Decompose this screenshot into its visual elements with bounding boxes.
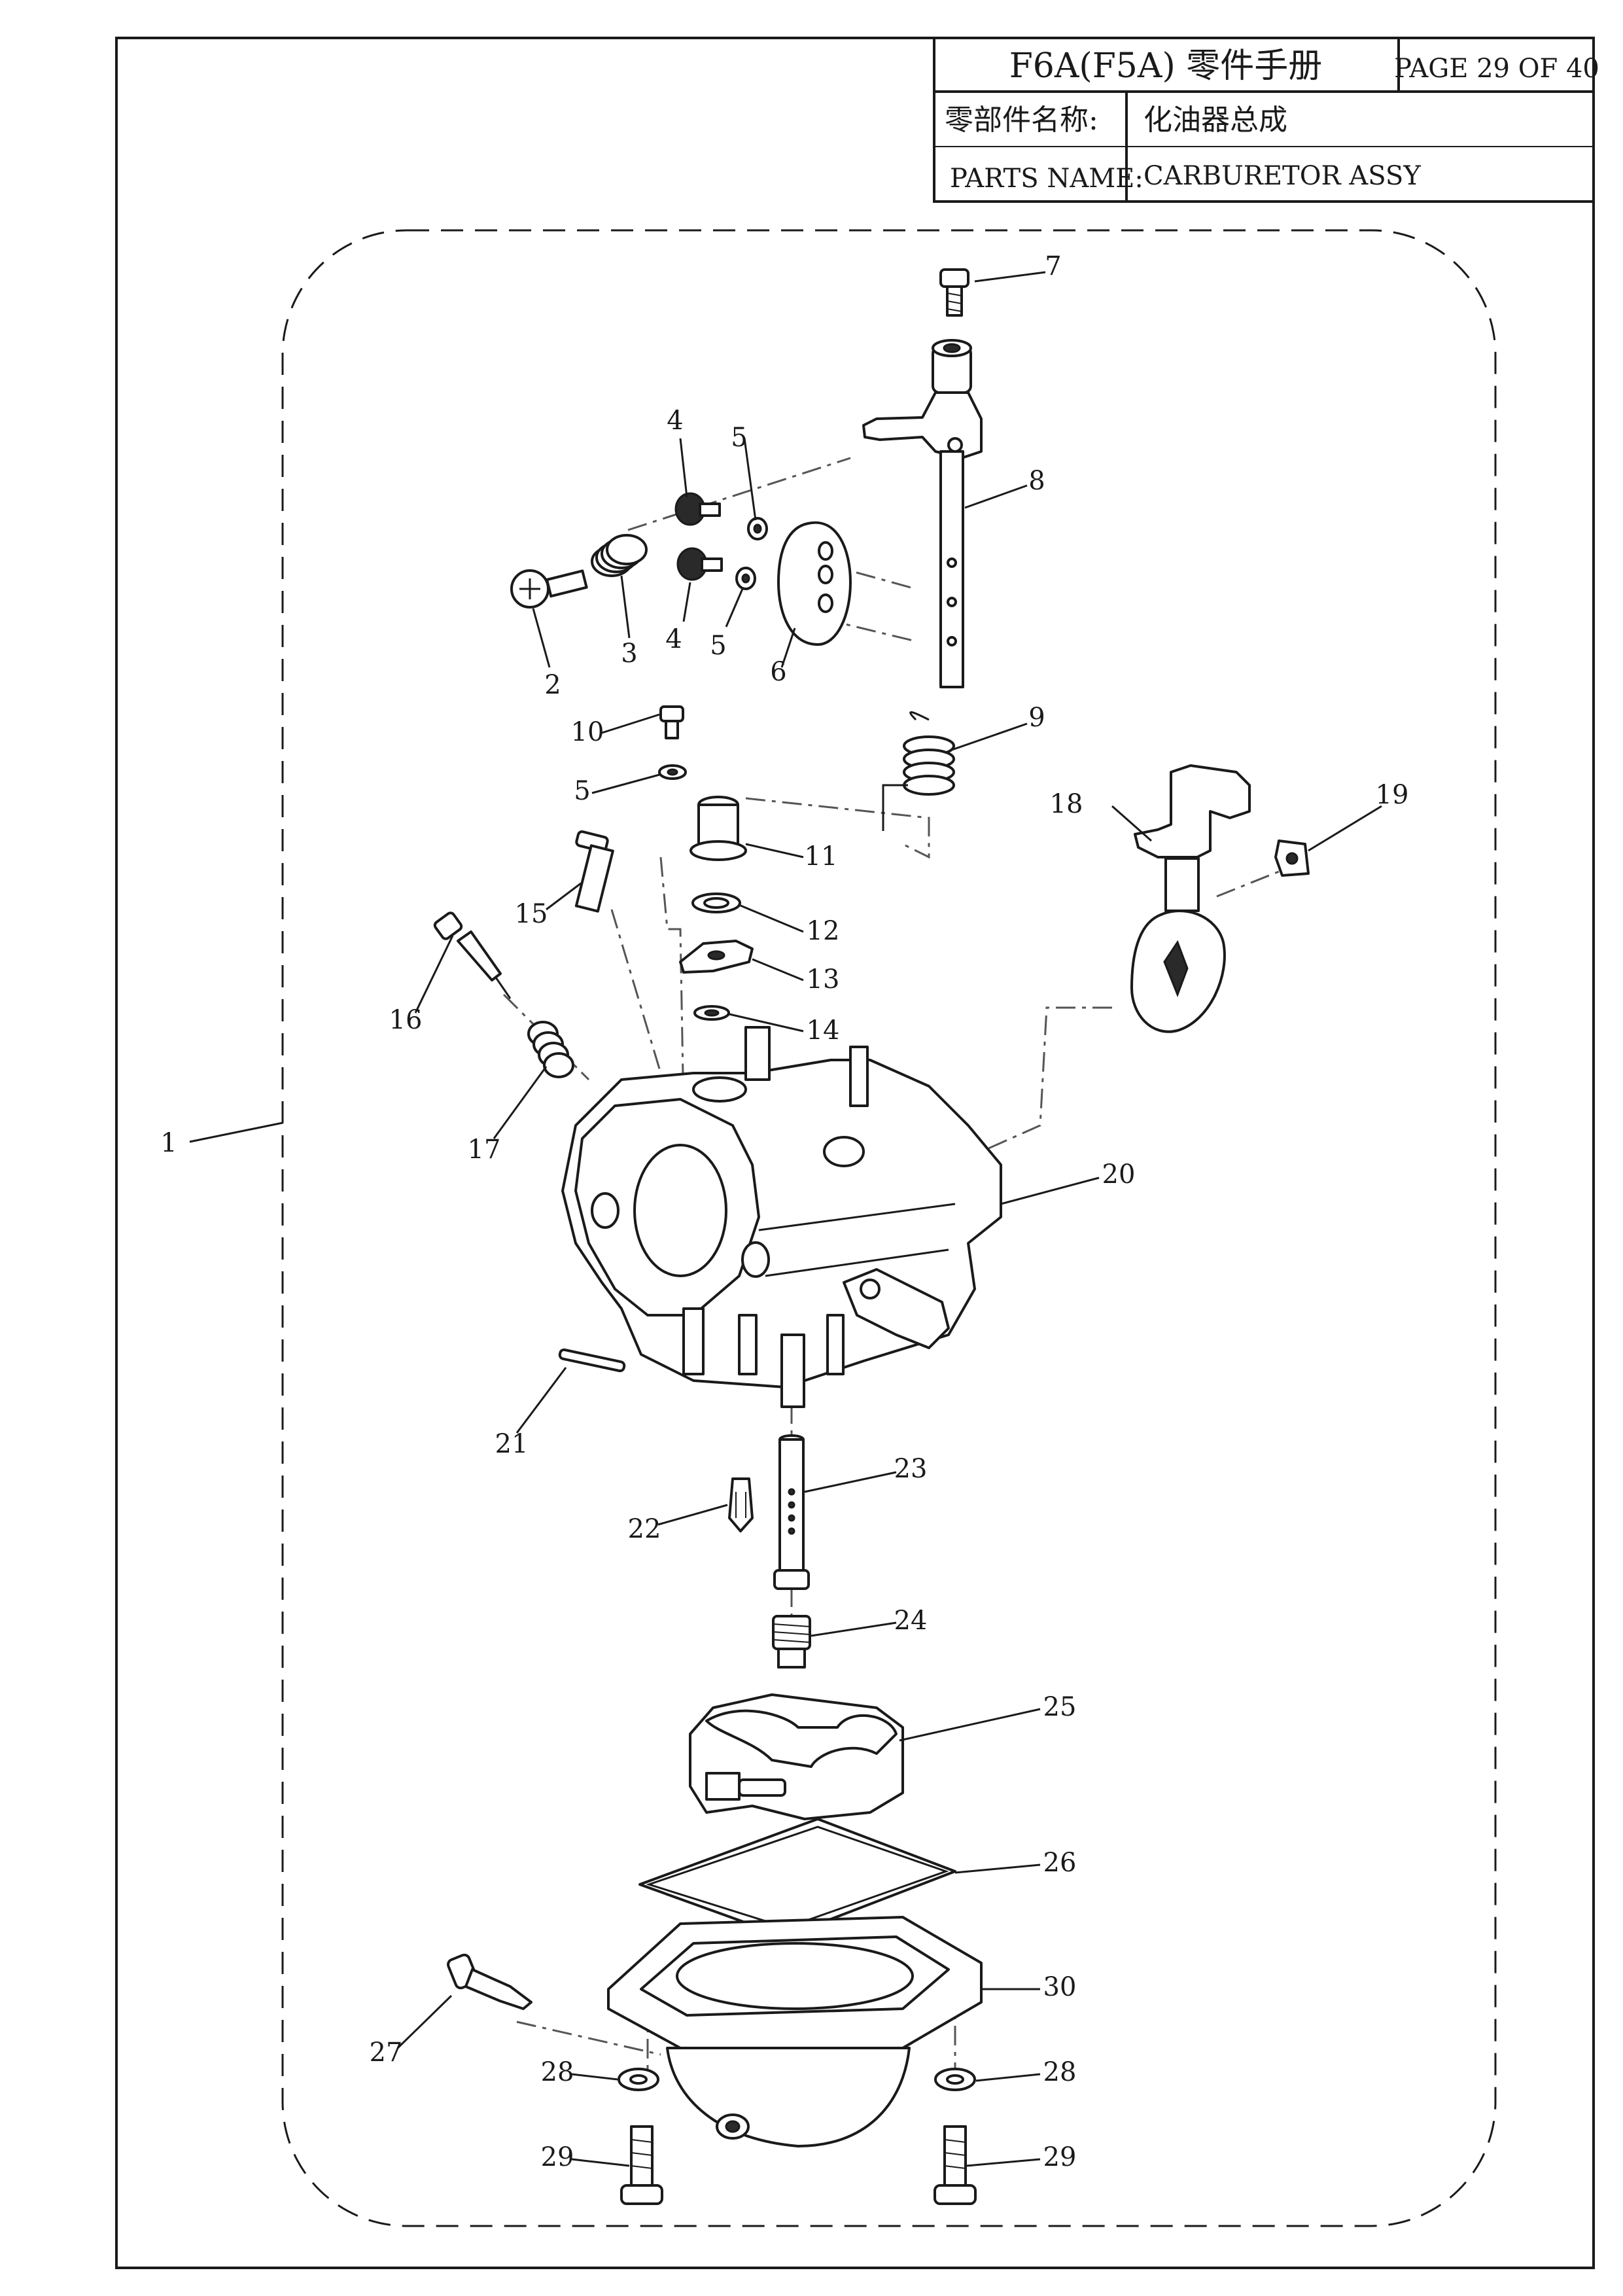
callout-5-middle: 5 xyxy=(574,776,590,806)
parts-name-label-en: PARTS NAME: xyxy=(950,164,1143,194)
callout-28-left: 28 xyxy=(541,2057,574,2087)
callout-labels: 1 2 3 4 4 5 5 5 6 7 8 9 10 11 12 13 14 1… xyxy=(160,251,1408,2172)
callout-24: 24 xyxy=(894,1606,928,1636)
part-24-main-jet xyxy=(772,1615,811,1669)
part-11-bushing xyxy=(689,796,747,861)
callout-19: 19 xyxy=(1376,780,1409,810)
callout-18: 18 xyxy=(1050,789,1083,819)
part-10-screw xyxy=(659,705,684,739)
part-23-main-nozzle xyxy=(773,1434,810,1590)
callout-2: 2 xyxy=(544,670,561,700)
callout-25: 25 xyxy=(1043,1692,1077,1722)
callout-5-lower: 5 xyxy=(710,631,726,661)
part-21-float-pin xyxy=(558,1348,626,1373)
part-27-drain-screw xyxy=(447,1953,532,2010)
part-8-choke-shaft xyxy=(862,339,983,688)
callout-27: 27 xyxy=(370,2038,403,2068)
part-5-washer-upper xyxy=(747,517,768,540)
parts-name-value-en: CARBURETOR ASSY xyxy=(1143,161,1421,191)
page-number: PAGE 29 OF 40 xyxy=(1394,54,1599,84)
callout-29-right: 29 xyxy=(1043,2142,1077,2172)
callout-16: 16 xyxy=(389,1005,423,1035)
part-9-return-spring xyxy=(882,711,955,831)
callout-12: 12 xyxy=(807,916,840,946)
callout-23: 23 xyxy=(894,1454,928,1484)
callout-7: 7 xyxy=(1045,251,1061,281)
part-4-screw-lower xyxy=(676,547,723,581)
part-20-carburetor-body xyxy=(561,1026,1002,1408)
callout-15: 15 xyxy=(515,899,548,929)
callout-13: 13 xyxy=(807,964,840,995)
part-5-washer-lower xyxy=(735,567,756,590)
part-12-washer xyxy=(691,892,741,913)
parts-name-label-cn: 零部件名称: xyxy=(945,103,1098,137)
part-4-screw-upper xyxy=(674,492,721,526)
callout-4-upper: 4 xyxy=(667,406,683,436)
part-28-washer-left xyxy=(618,2068,659,2091)
part-29-screw-right xyxy=(934,2125,977,2205)
callout-14: 14 xyxy=(807,1016,840,1046)
callout-11: 11 xyxy=(805,841,838,872)
part-30-float-bowl xyxy=(607,1916,983,2147)
callout-4-lower: 4 xyxy=(665,624,682,654)
part-25-float xyxy=(689,1693,904,1820)
part-17-spring xyxy=(527,1021,574,1078)
callout-21: 21 xyxy=(495,1429,529,1459)
part-14-e-clip xyxy=(693,1005,730,1021)
part-3-spring xyxy=(591,534,648,577)
part-26-gasket xyxy=(638,1818,956,1938)
part-2-screw xyxy=(510,569,588,609)
part-22-needle-valve xyxy=(728,1477,754,1532)
callout-6: 6 xyxy=(770,657,786,687)
callout-22: 22 xyxy=(628,1514,661,1544)
part-16-idle-screw xyxy=(433,911,512,999)
callout-1: 1 xyxy=(160,1128,177,1158)
callout-5-upper: 5 xyxy=(731,423,747,453)
callout-17: 17 xyxy=(468,1135,501,1165)
part-5-washer-middle xyxy=(658,764,687,780)
callout-29-left: 29 xyxy=(541,2142,574,2172)
callout-8: 8 xyxy=(1028,466,1045,496)
parts-name-value-cn: 化油器总成 xyxy=(1143,103,1287,137)
callout-26: 26 xyxy=(1043,1848,1077,1878)
part-13-stop-plate xyxy=(679,940,754,974)
page-border xyxy=(115,37,1595,2269)
callout-9: 9 xyxy=(1028,703,1045,733)
callout-10: 10 xyxy=(571,717,604,747)
leader-lines xyxy=(189,271,1382,2167)
callout-28-right: 28 xyxy=(1043,2057,1077,2087)
part-19-cap xyxy=(1274,839,1310,877)
part-7-screw xyxy=(939,268,969,317)
callout-20: 20 xyxy=(1102,1159,1136,1190)
part-18-throttle-lever xyxy=(1130,764,1251,1033)
callout-30: 30 xyxy=(1043,1972,1077,2002)
part-29-screw-left xyxy=(620,2125,663,2205)
assembly-boundary xyxy=(281,229,1497,2227)
part-6-choke-plate xyxy=(777,521,852,646)
title-block: F6A(F5A) 零件手册 PAGE 29 OF 40 零部件名称: 化油器总成… xyxy=(933,37,1599,203)
part-28-washer-right xyxy=(934,2068,976,2091)
part-15-pilot-jet xyxy=(574,830,614,913)
callout-3: 3 xyxy=(621,639,637,669)
model-title: F6A(F5A) 零件手册 xyxy=(1009,46,1323,86)
